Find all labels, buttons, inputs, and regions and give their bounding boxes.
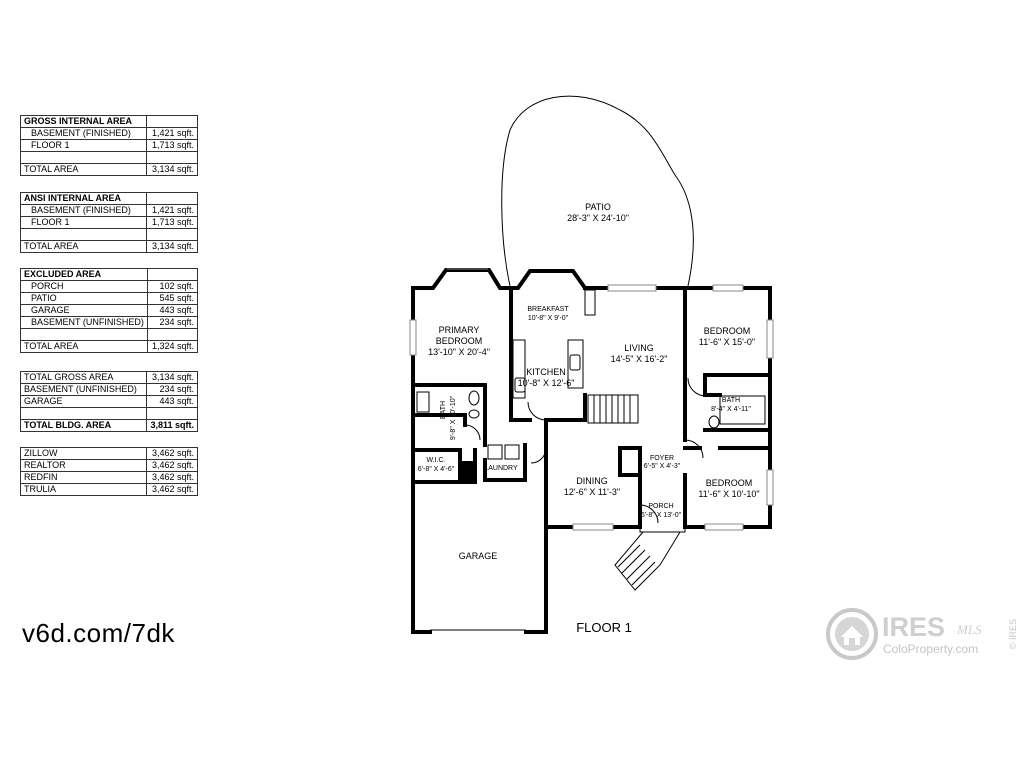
ansi-internal-area-table: ANSI INTERNAL AREA BASEMENT (FINISHED)1,… (20, 192, 198, 253)
room-dims-porch: 6'-8" X 13'-0" (641, 512, 682, 519)
stairs (587, 394, 639, 424)
room-name-patio: PATIO (585, 202, 611, 212)
room-name-kitchen: KITCHEN (526, 367, 566, 377)
kitchen-counter (512, 339, 526, 399)
room-dims-breakfast: 10'-8" X 9'-0" (528, 315, 569, 322)
room-name-laundry: LAUNDRY (484, 465, 518, 472)
table-row-label: TOTAL BLDG. AREA (20, 419, 147, 432)
room-dims-primary-bedroom: 13'-10" X 20'-4" (428, 347, 490, 357)
room-name-bedroom-1: BEDROOM (704, 326, 751, 336)
room-dims-kitchen: 10'-8" X 12'-6" (518, 378, 575, 388)
logo-brand: IRES (882, 612, 945, 642)
patio-outline (501, 95, 694, 287)
room-name-living: LIVING (624, 343, 654, 353)
room-name-primary-bedroom-2: BEDROOM (436, 336, 483, 346)
bay-window-primary (411, 268, 513, 290)
room-name-bath-2: BATH (722, 397, 740, 404)
bathtub (719, 395, 766, 425)
room-dims-bedroom-1: 11'-6" X 15'-0" (699, 337, 755, 347)
room-dims-foyer: 6'-5" X 4'-3" (644, 463, 681, 470)
table-row-value: 3,134 sqft. (146, 163, 198, 176)
table-row-value: 3,811 sqft. (146, 419, 198, 432)
logo-site: ColoProperty.com (883, 642, 978, 656)
shower (416, 391, 430, 413)
room-name-primary-bedroom: PRIMARY (439, 325, 480, 335)
room-name-dining: DINING (576, 476, 608, 486)
kitchen-counter (567, 339, 584, 389)
table-row-value: 3,462 sqft. (146, 483, 198, 496)
room-dims-bath-1: 9'-8" X 10'-10" (450, 395, 457, 440)
gross-internal-area-table: GROSS INTERNAL AREA BASEMENT (FINISHED)1… (20, 115, 198, 176)
floor-label: FLOOR 1 (576, 620, 632, 635)
toilet (468, 390, 480, 406)
room-name-garage: GARAGE (459, 551, 498, 561)
room-name-porch: PORCH (648, 503, 673, 510)
room-name-bath-1: BATH (440, 401, 447, 419)
ires-logo: IRES MLS ColoProperty.com © IRES (826, 608, 1018, 660)
room-dims-bath-2: 8'-4" X 4'-11" (711, 406, 751, 413)
short-link: v6d.com/7dk (22, 618, 175, 648)
logo-mls: MLS (956, 622, 982, 637)
table-row-value: 1,324 sqft. (146, 340, 199, 353)
logo-copyright: © IRES (1008, 619, 1018, 649)
room-dims-dining: 12'-6" X 11'-3" (564, 487, 620, 497)
table-row-value: 3,134 sqft. (146, 240, 198, 253)
room-name-foyer: FOYER (650, 455, 674, 462)
table-row-value: 443 sqft. (146, 304, 199, 317)
water-heater (461, 461, 474, 481)
room-name-bedroom-2: BEDROOM (706, 478, 753, 488)
room-dims-patio: 28'-3" X 24'-10" (567, 213, 629, 223)
room-dims-living: 14'-5" X 16'-2" (611, 354, 668, 364)
front-steps (614, 527, 686, 591)
room-name-breakfast: BREAKFAST (527, 306, 569, 313)
room-dims-wic: 6'-8" X 4'-6" (418, 466, 455, 473)
room-dims-bedroom-2: 11'-6" X 10'-10" (698, 489, 759, 499)
room-name-wic: W.I.C. (426, 457, 445, 464)
table-row-label: TRULIA (20, 483, 147, 496)
table-row-label: TOTAL AREA (20, 240, 147, 253)
bay-window-breakfast (509, 269, 588, 291)
